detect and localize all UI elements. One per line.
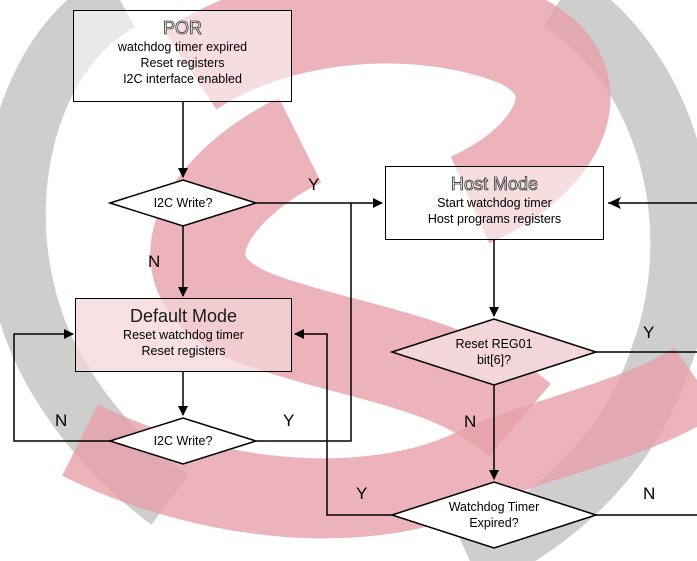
host-mode-box: Host Mode Start watchdog timer Host prog… bbox=[385, 166, 604, 240]
edge-watchdog-yes-to-default bbox=[294, 329, 392, 516]
edge-label-wd-yes: Y bbox=[356, 484, 368, 503]
watermark-red-swoosh-bottom bbox=[62, 346, 697, 539]
host-mode-line-1: Start watchdog timer bbox=[437, 196, 552, 210]
i2c-write-2-label: I2C Write? bbox=[153, 434, 213, 448]
por-line-2: Reset registers bbox=[140, 56, 225, 70]
watchdog-expired-line-2: Expired? bbox=[469, 516, 519, 530]
i2c-write-1-label: I2C Write? bbox=[153, 196, 213, 210]
por-line-1: watchdog timer expired bbox=[117, 40, 248, 54]
default-mode-line-1: Reset watchdog timer bbox=[123, 328, 244, 342]
por-title: POR bbox=[162, 18, 203, 39]
edge-label-i2c2-yes: Y bbox=[283, 411, 295, 430]
edge-i2c2-no-to-default bbox=[13, 329, 110, 442]
edge-label-wd-no: N bbox=[643, 484, 656, 503]
host-mode-title: Host Mode bbox=[450, 174, 539, 195]
por-box: POR watchdog timer expired Reset registe… bbox=[73, 10, 292, 102]
default-mode-line-2: Reset registers bbox=[141, 344, 226, 358]
edge-i2c2-yes-to-host bbox=[256, 203, 352, 442]
edge-label-i2c1-yes: Y bbox=[308, 175, 320, 194]
watchdog-expired-line-1: Watchdog Timer bbox=[448, 500, 540, 514]
reset-reg01-label: Reset REG01 bit[6]? bbox=[434, 336, 554, 368]
edge-label-i2c2-no: N bbox=[55, 411, 68, 430]
por-line-3: I2C interface enabled bbox=[123, 72, 242, 86]
host-mode-line-2: Host programs registers bbox=[427, 212, 562, 226]
default-mode-title: Default Mode bbox=[129, 306, 238, 326]
watchdog-expired-label: Watchdog Timer Expired? bbox=[424, 499, 564, 531]
reset-reg01-line-2: bit[6]? bbox=[476, 353, 512, 367]
edge-label-reset-yes: Y bbox=[643, 323, 655, 342]
default-mode-box: Default Mode Reset watchdog timer Reset … bbox=[75, 298, 292, 372]
edge-label-i2c1-no: N bbox=[148, 252, 161, 271]
reset-reg01-line-1: Reset REG01 bbox=[455, 337, 533, 351]
edge-label-reset-no: N bbox=[464, 412, 477, 431]
